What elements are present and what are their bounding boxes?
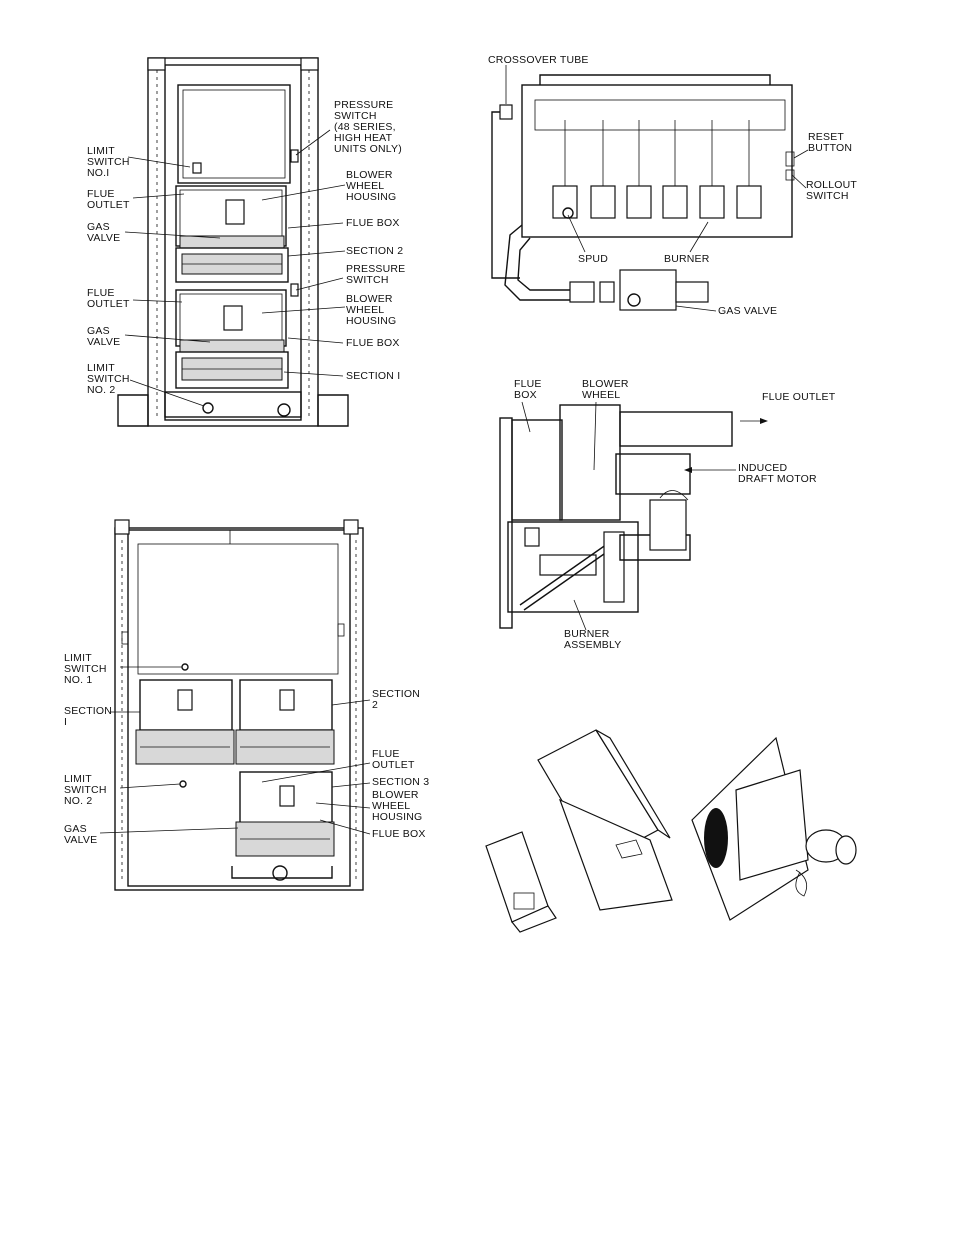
label-limit-switch-1-fig2: LIMIT SWITCH NO. 1 [64,652,107,686]
label-section-2-fig2: SECTION 2 [372,688,421,711]
label-flue-outlet-fig4: FLUE OUTLET [762,391,836,403]
label-flue-box-fig4: FLUE BOX [514,378,542,401]
label-crossover-tube: CROSSOVER TUBE [488,54,589,66]
label-section-1-fig1: SECTION I [346,370,401,382]
label-blower-wheel-fig4: BLOWER WHEEL [582,378,629,401]
label-flue-box-fig2: FLUE BOX [372,828,426,840]
label-pressure-switch-mid: PRESSURE SWITCH [346,263,406,286]
label-section-2-fig1: SECTION 2 [346,245,404,257]
label-induced-draft-motor: INDUCED DRAFT MOTOR [738,462,817,485]
label-spud: SPUD [578,253,608,265]
label-blower-wheel-housing-mid: BLOWER WHEEL HOUSING [346,293,397,327]
label-burner-assembly: BURNER ASSEMBLY [564,628,622,651]
label-rollout-switch: ROLLOUT SWITCH [806,179,857,202]
label-gas-valve-mid: GAS VALVE [87,325,121,348]
figure1-unit-drawing [117,57,349,427]
label-gas-valve-fig2: GAS VALVE [64,823,98,846]
label-section-1-fig2: SECTION I [64,705,113,728]
label-flue-outlet-fig2: FLUE OUTLET [372,748,415,771]
label-limit-switch-1: LIMIT SWITCH NO.I [87,145,130,179]
label-blower-wheel-housing-top: BLOWER WHEEL HOUSING [346,169,397,203]
figure2-unit-drawing [99,519,371,891]
label-limit-switch-2-fig2: LIMIT SWITCH NO. 2 [64,773,107,807]
figure4-sideview-drawing [499,401,768,631]
figure3-burners [552,120,762,219]
label-burner: BURNER [664,253,710,265]
label-flue-box-mid: FLUE BOX [346,337,400,349]
label-reset-button: RESET BUTTON [808,131,853,154]
label-gas-valve-top: GAS VALVE [87,221,121,244]
label-pressure-switch-top: PRESSURE SWITCH (48 SERIES, HIGH HEAT UN… [334,99,402,155]
label-gas-valve-fig3: GAS VALVE [718,305,778,317]
label-section-3-fig2: SECTION 3 [372,776,430,788]
label-limit-switch-2: LIMIT SWITCH NO. 2 [87,362,130,396]
label-blower-wheel-housing-fig2: BLOWER WHEEL HOUSING [372,789,423,823]
label-flue-outlet-top: FLUE OUTLET [87,188,130,211]
figure3-burner-drawing [491,65,809,312]
label-flue-box-top: FLUE BOX [346,217,400,229]
label-flue-outlet-mid: FLUE OUTLET [87,287,130,310]
figure5-isometric-parts [485,729,857,933]
